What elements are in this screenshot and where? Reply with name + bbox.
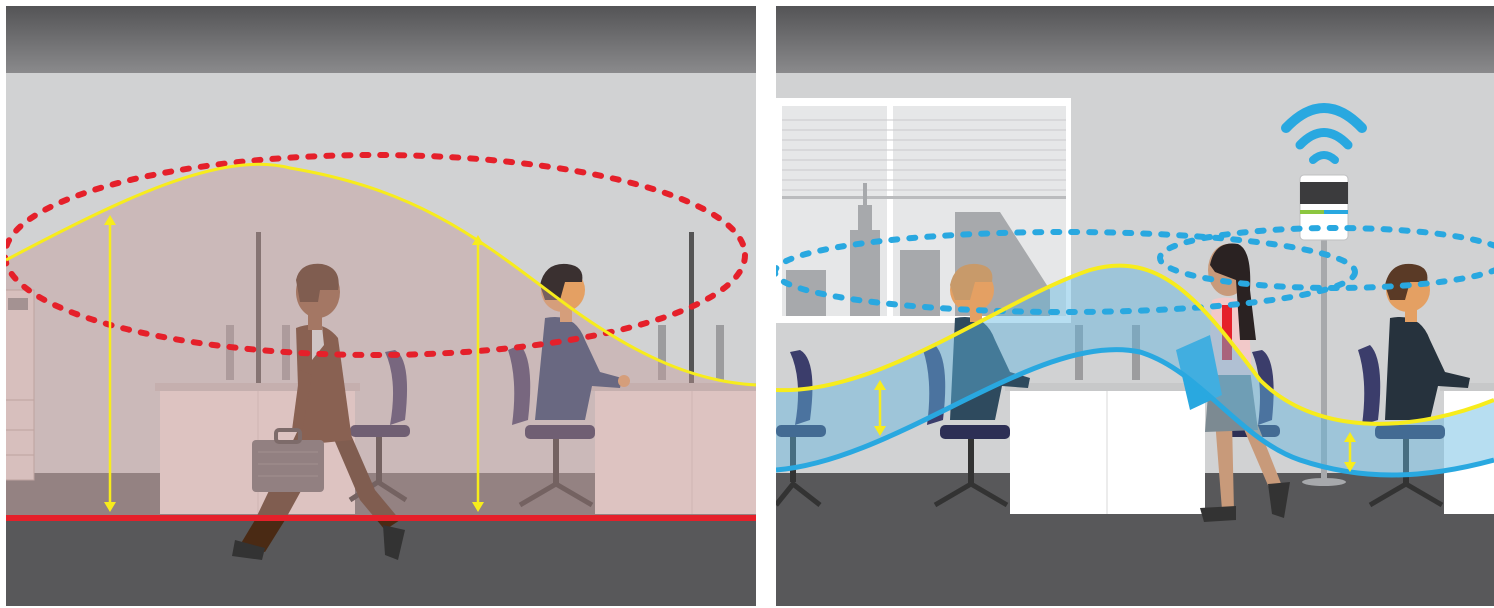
desk	[1005, 383, 1210, 514]
floor-reference-line	[6, 515, 756, 521]
floor	[6, 518, 756, 608]
ceiling	[6, 6, 756, 73]
window	[776, 98, 1071, 323]
panel-divider	[756, 0, 776, 608]
ceiling	[776, 6, 1494, 73]
